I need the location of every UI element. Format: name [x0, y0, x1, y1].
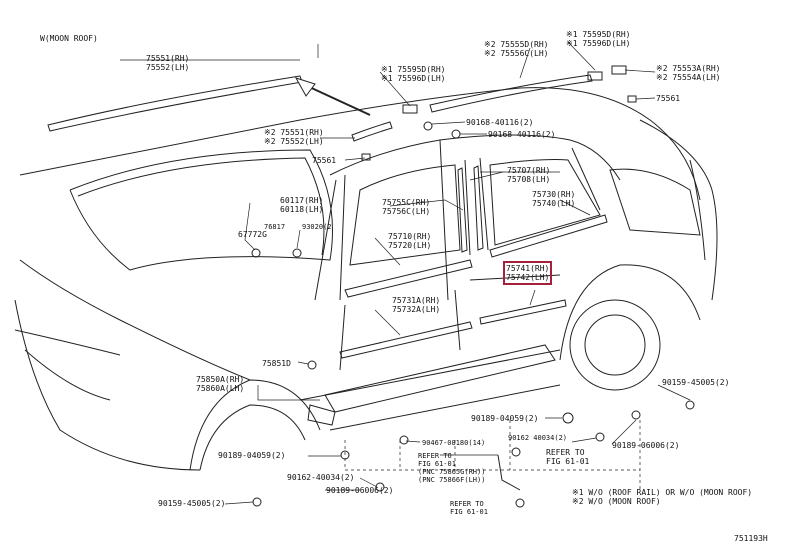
part-label-75731a-75732a: 75731A(RH)75732A(LH)	[392, 296, 441, 314]
part-label-90162-40034-right: 90162 40034(2)	[508, 434, 568, 442]
part-label-75595d-75596d-mid: ※1 75595D(RH)※1 75596D(LH)	[381, 65, 446, 83]
part-label-75707-75708: 75707(RH)75708(LH)	[507, 166, 551, 184]
part-label-90168-40116-a: 90168-40116(2)	[466, 118, 534, 127]
part-label-75551-75552-mid: ※2 75551(RH)※2 75552(LH)	[264, 128, 324, 146]
part-label-93020: 93020(2	[302, 223, 332, 231]
part-label-75595d-75596d-top: ※1 75595D(RH)※1 75596D(LH)	[566, 30, 631, 48]
part-label-90189-06006-left: 90189-06006(2)	[326, 486, 394, 495]
part-label-90159-45005-right: 90159-45005(2)	[662, 378, 730, 387]
part-label-75551-75552-top: 75551(RH)75552(LH)	[146, 54, 190, 72]
part-label-75561-left: 75561	[312, 156, 337, 165]
part-label-75755c-75756c: 75755C(RH)75756C(LH)	[382, 198, 431, 216]
part-label-75730-75740: 75730(RH)75740(LH)	[532, 190, 576, 208]
footnote-legend: ※1 W/O (ROOF RAIL) OR W/O (MOON ROOF)※2 …	[572, 488, 753, 506]
part-label-75851d: 75851D	[262, 359, 291, 368]
part-label-76817: 76817	[264, 223, 286, 231]
label-moon-roof: W(MOON ROOF)	[40, 34, 98, 43]
part-label-90189-06006-right: 90189-06006(2)	[612, 441, 680, 450]
part-label-75553a-75554a: ※2 75553A(RH)※2 75554A(LH)	[656, 64, 721, 82]
part-label-90467-08180: 90467-08180(14)	[422, 439, 486, 447]
part-label-75741-75742-highlighted: 75741(RH)75742(LH)	[502, 261, 553, 285]
part-label-75850a-75860a: 75850A(RH)75860A(LH)	[196, 375, 245, 393]
part-label-75555d-75556c: ※2 75555D(RH)※2 75556C(LH)	[484, 40, 549, 58]
part-label-75710-75720: 75710(RH)75720(LH)	[388, 232, 432, 250]
part-label-90168-40116-b: 90168 40116(2)	[488, 130, 556, 139]
illustration-code: 751193H	[734, 534, 768, 543]
part-label-90189-04059-mid: 90189-04059(2)	[471, 414, 539, 423]
part-label-67772g: 67772G	[238, 230, 267, 239]
part-label-90162-40034-left: 90162-40034(2)	[287, 473, 355, 482]
part-label-90159-45005-left: 90159-45005(2)	[158, 499, 226, 508]
part-label-75561-right: 75561	[656, 94, 681, 103]
part-label-90189-04059-left: 90189-04059(2)	[218, 451, 286, 460]
part-label-60117-60118: 60117(RH)60118(LH)	[280, 196, 324, 214]
